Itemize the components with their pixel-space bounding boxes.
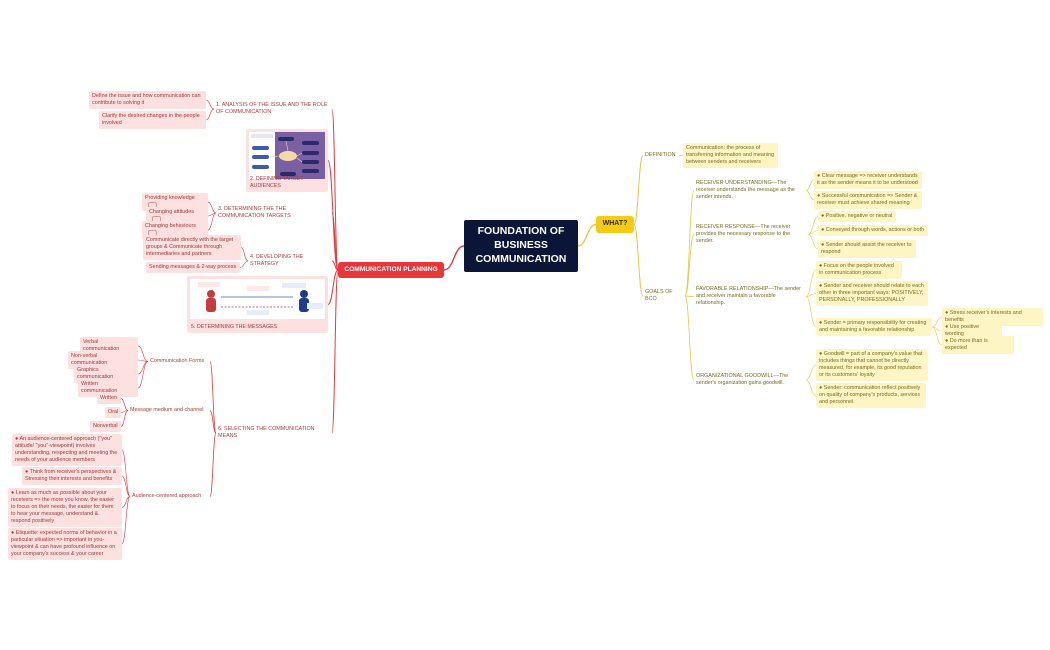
connector	[121, 496, 131, 545]
central-topic[interactable]: FOUNDATION OF BUSINESS COMMUNICATION	[464, 220, 578, 272]
form-item[interactable]: Verbal communication	[80, 337, 138, 355]
organizational-goodwill-node[interactable]: ORGANIZATIONAL GOODWILL—The sender's org…	[696, 373, 789, 386]
audience-centered-item[interactable]: ● Think from receiver's perspectives & S…	[22, 467, 122, 485]
definition-node[interactable]: DEFINITION	[645, 152, 676, 158]
receiver-response-node[interactable]: RECEIVER RESPONSE—The receiver provides …	[696, 224, 791, 244]
audience-diagram-image	[249, 132, 325, 179]
connector	[807, 230, 819, 235]
connector	[684, 234, 695, 297]
connector	[239, 260, 249, 268]
connector	[805, 190, 815, 201]
connector	[209, 432, 217, 497]
connector	[805, 269, 817, 297]
means-node[interactable]: 6. SELECTING THE COMMUNICATION MEANS	[218, 426, 315, 439]
analysis-item[interactable]: Clarify the desired changes in the peopl…	[99, 111, 206, 129]
audience-centered-item[interactable]: ● Learn as much as possible about your r…	[8, 488, 122, 527]
connector	[207, 201, 217, 214]
connector	[331, 269, 339, 434]
strategy-node[interactable]: 4. DEVELOPING THE STRATEGY	[250, 254, 304, 267]
relationship-sub-item[interactable]: ● Stress receiver's interests and benefi…	[942, 308, 1043, 326]
connector	[684, 295, 695, 297]
audience-centered-item[interactable]: ● An audience-centered approach ("you" a…	[12, 434, 122, 466]
connector	[209, 410, 217, 434]
goals-node[interactable]: GOALS OF BCO	[645, 289, 673, 302]
receiver-response-item[interactable]: ● Positive, negative or neutral	[818, 211, 896, 222]
receiver-understanding-node[interactable]: RECEIVER UNDERSTANDING—The receiver unde…	[696, 180, 795, 200]
messages-label: 5. DETERMINING THE MESSAGES	[191, 324, 278, 331]
connector	[207, 212, 217, 231]
messages-node[interactable]: 5. DETERMINING THE MESSAGES	[187, 276, 328, 333]
connector	[137, 361, 149, 375]
messages-diagram-image	[190, 279, 325, 319]
strategy-item[interactable]: Communicate directly with the target gro…	[143, 235, 241, 260]
favorable-relationship-item[interactable]: ● Sender and receiver should relate to e…	[816, 281, 928, 306]
form-item[interactable]: Written communication	[78, 379, 138, 397]
connector	[577, 223, 597, 247]
connector	[120, 398, 129, 411]
connector	[331, 108, 339, 271]
connector	[684, 295, 695, 381]
what-branch-node[interactable]: WHAT?	[596, 216, 634, 233]
connector	[805, 293, 817, 297]
definition-text[interactable]: Communication: the process of transferri…	[683, 143, 778, 168]
connector	[121, 496, 131, 508]
connector	[805, 296, 817, 328]
form-item[interactable]: Graphics communication	[74, 365, 138, 383]
connector	[807, 216, 819, 235]
medium-item[interactable]: Nonverbal	[90, 421, 121, 432]
targets-node[interactable]: 3. DETERMINING THE THE COMMUNICATION TAR…	[218, 206, 291, 219]
audience-centered-item[interactable]: ● Etiquette: expected norms of behavior …	[8, 528, 122, 560]
connector	[209, 361, 217, 434]
medium-item[interactable]: Written	[97, 393, 121, 404]
receiver-understanding-item[interactable]: ● Clear message => receiver understands …	[814, 171, 922, 189]
connector	[633, 224, 644, 297]
connector	[120, 410, 129, 427]
relationship-sub-item[interactable]: ● Do more than is expected	[942, 336, 1014, 354]
connector	[805, 379, 817, 396]
connector	[121, 475, 131, 497]
communication-planning-node[interactable]: COMMUNICATION PLANNING	[338, 262, 444, 279]
connector	[931, 316, 943, 328]
receiver-understanding-item[interactable]: ● Successful communication => Sender & r…	[814, 191, 922, 209]
target-item-label: Changing attitudes	[149, 209, 194, 215]
receiver-response-item[interactable]: ● Conveyed through words, actions or bot…	[818, 225, 928, 236]
connector	[443, 245, 465, 271]
target-audiences-node[interactable]: 2. DEFINING TARGET AUDIENCES	[246, 129, 328, 192]
connector	[805, 364, 817, 381]
connector	[684, 190, 695, 297]
connector	[240, 247, 249, 262]
goodwill-item[interactable]: ● Sender: communication reflect positive…	[816, 383, 926, 408]
goodwill-item[interactable]: ● Goodwill = part of a company's value t…	[816, 349, 928, 381]
form-item[interactable]: Non-verbal communication	[68, 351, 138, 369]
connector	[121, 449, 131, 497]
medium-channel-node[interactable]: Message medium and channel	[130, 407, 204, 413]
connector	[137, 345, 149, 362]
favorable-relationship-node[interactable]: FAVORABLE RELATIONSHIP—The sender and re…	[696, 286, 801, 306]
connector	[137, 361, 149, 389]
connector	[331, 212, 339, 271]
favorable-relationship-item[interactable]: ● Focus on the people involved in commun…	[816, 261, 902, 279]
connector	[327, 269, 339, 305]
connector	[205, 99, 215, 110]
connector	[931, 326, 943, 346]
receiver-response-item[interactable]: ● Sender should assist the receiver to r…	[818, 240, 916, 258]
analysis-node[interactable]: 1. ANALYSIS OF THE ISSUE AND THE ROLE OF…	[216, 102, 328, 115]
target-item-label: Changing behaviours	[145, 223, 196, 229]
connector	[807, 234, 819, 250]
target-audiences-label: 2. DEFINING TARGET AUDIENCES	[250, 176, 304, 190]
connector	[137, 359, 149, 362]
audience-centered-node[interactable]: Audience-centered approach	[132, 493, 202, 499]
favorable-relationship-item[interactable]: ● Sender = primary responsibility for cr…	[816, 318, 932, 336]
analysis-item[interactable]: Define the issue and how communication c…	[89, 91, 206, 109]
medium-item[interactable]: Oral	[105, 407, 121, 418]
communication-forms-node[interactable]: Communication Forms	[150, 358, 205, 364]
connector	[805, 179, 815, 191]
connector	[633, 155, 644, 225]
strategy-item[interactable]: Sending messages & 2-way process	[146, 262, 240, 273]
relationship-sub-item[interactable]: ● Use positive wording	[942, 322, 1002, 340]
target-item-label: Providing knowledge	[145, 195, 195, 201]
connector	[205, 108, 215, 121]
